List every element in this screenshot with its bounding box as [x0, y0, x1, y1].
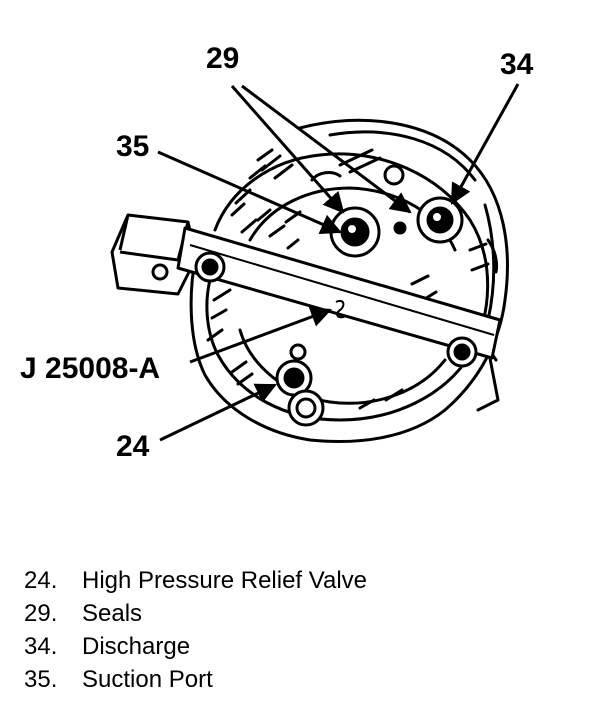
- callout-35: 35: [116, 130, 149, 163]
- callout-34: 34: [500, 48, 534, 81]
- legend-label: Discharge: [82, 633, 191, 660]
- legend-item: 29. Seals: [24, 597, 367, 630]
- legend-number: 24.: [24, 567, 58, 594]
- legend-label: Seals: [82, 600, 143, 627]
- relief-valve: [275, 343, 325, 427]
- legend-item: 24. High Pressure Relief Valve: [24, 564, 367, 597]
- legend-label: Suction Port: [82, 666, 213, 693]
- callout-tool: J 25008-A: [20, 352, 160, 385]
- leader-35: [157, 150, 342, 235]
- leader-29-left: [230, 85, 345, 214]
- callout-24: 24: [116, 430, 150, 463]
- legend-item: 35. Suction Port: [24, 663, 367, 696]
- leader-34: [450, 83, 520, 205]
- legend-number: 34.: [24, 633, 58, 660]
- legend: 24. High Pressure Relief Valve 29. Seals…: [24, 564, 367, 696]
- leader-lines: [157, 83, 520, 442]
- legend-number: 29.: [24, 600, 58, 627]
- leader-29-right: [241, 84, 412, 214]
- leader-24: [159, 383, 277, 442]
- leader-tool: [189, 306, 332, 364]
- suction-fitting: [329, 206, 381, 258]
- legend-label: High Pressure Relief Valve: [82, 567, 368, 594]
- legend-number: 35.: [24, 666, 58, 693]
- tool-bar: [110, 213, 502, 368]
- legend-item: 34. Discharge: [24, 630, 367, 663]
- compressor-diagram: 29 34 35 J 25008-A 24: [20, 42, 534, 463]
- discharge-fitting: [416, 196, 464, 244]
- callout-29: 29: [206, 42, 239, 75]
